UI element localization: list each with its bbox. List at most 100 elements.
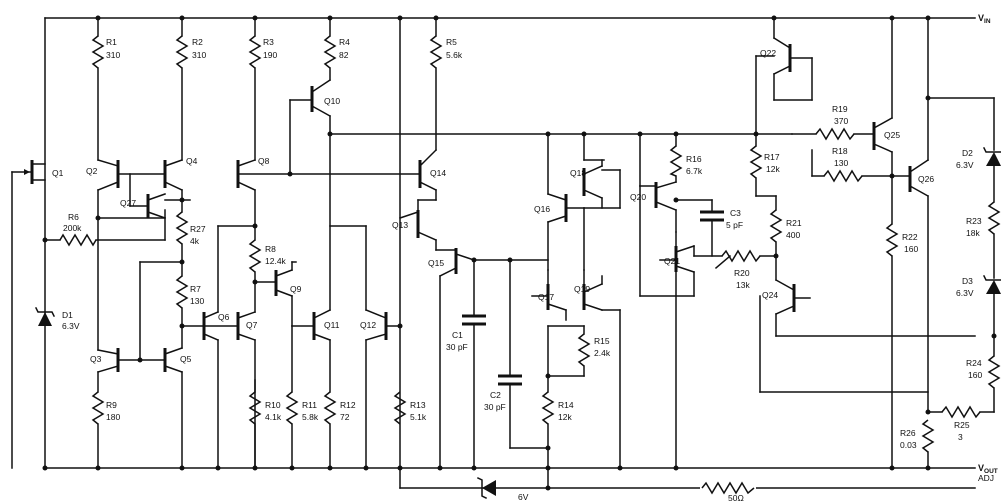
r2-value: 310	[192, 50, 206, 60]
r27-resistor	[175, 199, 189, 265]
r9-label: R9	[106, 400, 117, 410]
r3-value: 190	[263, 50, 277, 60]
r8-resistor	[248, 225, 262, 285]
q22-label: Q22	[760, 48, 776, 58]
q24-label: Q24	[762, 290, 778, 300]
r3-label: R3	[263, 37, 274, 47]
q26-transistor	[908, 15, 931, 415]
q10-transistor	[289, 78, 333, 311]
c3-value: 5 pF	[726, 220, 743, 230]
q14-transistor	[417, 148, 438, 211]
d1-value: 6.3V	[62, 321, 80, 331]
r18-label: R18	[832, 146, 848, 156]
q7-label: Q7	[246, 320, 258, 330]
q27-transistor	[95, 173, 166, 221]
r12-label: R12	[340, 400, 356, 410]
r11-resistor	[285, 391, 299, 471]
r1-resistor	[91, 15, 105, 161]
c3-label: C3	[730, 208, 741, 218]
r22-resistor	[885, 223, 899, 471]
r4-resistor	[323, 15, 337, 81]
q20-transistor	[639, 133, 677, 233]
r7-label: R7	[190, 284, 201, 294]
q18-transistor	[582, 133, 621, 271]
q4-label: Q4	[186, 156, 198, 166]
r18-resistor	[811, 149, 911, 183]
q17-label: Q17	[538, 292, 554, 302]
r16-value: 6.7k	[686, 166, 703, 176]
c1-value: 30 pF	[446, 342, 468, 352]
r5-label: R5	[446, 37, 457, 47]
c3-capacitor	[673, 197, 724, 257]
r3-resistor	[248, 15, 262, 161]
r23-resistor	[987, 201, 1001, 279]
r6-value: 200k	[63, 223, 82, 233]
r25-value: 3	[958, 432, 963, 442]
d2-value: 6.3V	[956, 160, 974, 170]
r1-label: R1	[106, 37, 117, 47]
r13-resistor	[393, 391, 407, 425]
r2-resistor	[175, 15, 189, 161]
q1-transistor	[11, 160, 46, 469]
r6-label: R6	[68, 212, 79, 222]
d3-value: 6.3V	[956, 288, 974, 298]
r26-label: R26	[900, 428, 916, 438]
q5-transistor	[163, 325, 185, 471]
q14-label: Q14	[430, 168, 446, 178]
q18-label: Q18	[570, 168, 586, 178]
q15-transistor	[435, 248, 549, 471]
r21-label: R21	[786, 218, 802, 228]
r13-value: 5.1k	[410, 412, 427, 422]
r24-label: R24	[966, 358, 982, 368]
r18-value: 130	[834, 158, 848, 168]
r17-resistor	[749, 145, 777, 197]
c1-capacitor	[462, 259, 486, 471]
r25-label: R25	[954, 420, 970, 430]
d3-label: D3	[962, 276, 973, 286]
r1-value: 310	[106, 50, 120, 60]
r8-value: 12.4k	[265, 256, 287, 266]
q11-transistor	[291, 308, 332, 393]
c2-value: 30 pF	[484, 402, 506, 412]
r9-value: 180	[106, 412, 120, 422]
q12-transistor	[329, 225, 403, 471]
q4-transistor	[163, 159, 191, 203]
fifty-ohm-resistor	[700, 481, 756, 495]
adj-label: ADJ	[978, 473, 994, 483]
r20-value: 13k	[736, 280, 750, 290]
q1-label: Q1	[52, 168, 64, 178]
q21-transistor	[639, 185, 723, 471]
r21-resistor	[769, 195, 783, 281]
q19-label: Q19	[574, 284, 590, 294]
q20-label: Q20	[630, 192, 646, 202]
r24-resistor	[987, 333, 1001, 413]
q16-label: Q16	[534, 204, 550, 214]
q13-label: Q13	[392, 220, 408, 230]
q12-label: Q12	[360, 320, 376, 330]
r26-resistor	[921, 419, 935, 471]
r22-value: 160	[904, 244, 918, 254]
r22-label: R22	[902, 232, 918, 242]
r14-resistor	[541, 325, 555, 471]
q3-transistor	[97, 348, 166, 373]
vin-label: VIN	[978, 13, 991, 25]
r5-resistor	[429, 15, 443, 151]
d1-zener-diode	[34, 306, 56, 326]
d3-zener-diode	[982, 274, 1001, 357]
q10-label: Q10	[324, 96, 340, 106]
q21-label: Q21	[664, 256, 680, 266]
q2-transistor	[97, 159, 166, 351]
r6-resistor	[42, 209, 166, 247]
r16-resistor	[669, 131, 683, 177]
c2-label: C2	[490, 390, 501, 400]
r4-label: R4	[339, 37, 350, 47]
q7-transistor	[203, 281, 256, 469]
vout-label: VOUT	[978, 463, 998, 475]
q27-label: Q27	[120, 198, 136, 208]
r14-value: 12k	[558, 412, 572, 422]
q8-transistor	[236, 159, 258, 229]
q22-transistor	[755, 15, 813, 147]
q9-label: Q9	[290, 284, 302, 294]
vin-rail	[44, 17, 976, 469]
